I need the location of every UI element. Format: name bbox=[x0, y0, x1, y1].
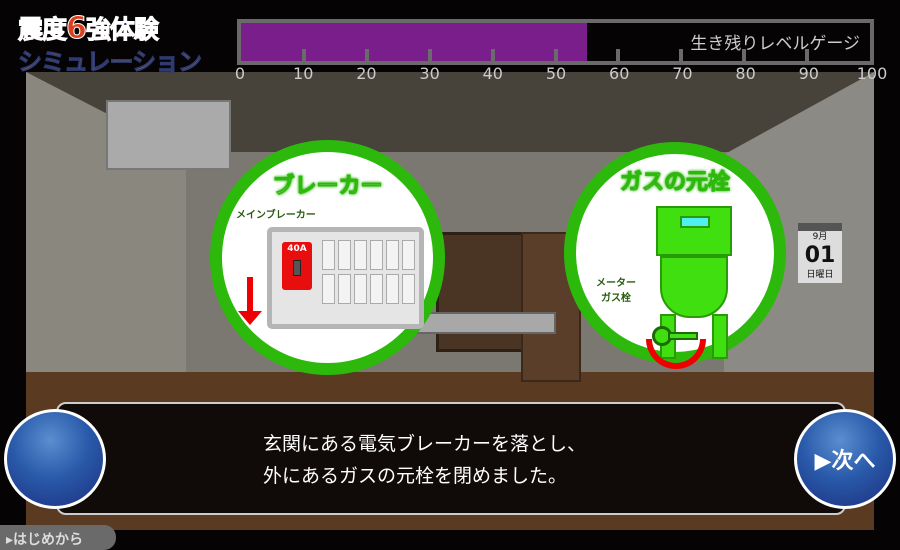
gauge-tick-label: 30 bbox=[419, 64, 440, 83]
game-logo: 震度6強体験 シミュレーション bbox=[17, 11, 202, 77]
branch-breaker bbox=[402, 240, 415, 270]
calendar-day: 01 bbox=[804, 243, 836, 268]
amp-label: 40A bbox=[287, 244, 307, 254]
branch-breaker bbox=[370, 274, 383, 304]
logo-number: 6 bbox=[66, 11, 88, 46]
branch-breaker bbox=[402, 274, 415, 304]
next-button[interactable]: ▶次へ bbox=[794, 409, 896, 509]
gauge-tick-label: 100 bbox=[856, 64, 888, 83]
gauge-fill bbox=[241, 23, 587, 61]
gas-title: ガスの元栓 bbox=[619, 170, 730, 196]
gauge-tick bbox=[553, 49, 558, 61]
logo-text: 強体験 bbox=[85, 15, 159, 45]
gauge-tick-label: 50 bbox=[545, 64, 567, 83]
gauge-tick-label: 40 bbox=[482, 64, 503, 83]
gauge-tick bbox=[490, 49, 495, 61]
gas-meter-icon bbox=[652, 194, 732, 359]
survival-gauge: 生き残りレベルゲージ bbox=[237, 19, 874, 65]
gauge-tick bbox=[301, 49, 306, 61]
message-box: 玄関にある電気ブレーカーを落とし、 外にあるガスの元栓を閉めました。 bbox=[56, 402, 846, 515]
back-orb-button[interactable] bbox=[4, 409, 106, 509]
branch-breaker bbox=[386, 240, 399, 270]
range-hood bbox=[106, 100, 231, 170]
gauge-tick bbox=[679, 49, 684, 61]
branch-breaker bbox=[354, 240, 367, 270]
breaker-panel: 40A bbox=[267, 227, 424, 329]
arrow-down-icon bbox=[238, 277, 262, 325]
main-breaker-switch: 40A bbox=[282, 242, 312, 290]
gauge-tick-label: 70 bbox=[672, 64, 693, 83]
branch-breaker bbox=[322, 240, 335, 270]
breaker-callout: ブレーカー メインブレーカー 40A bbox=[210, 140, 445, 375]
gauge-tick-label: 0 bbox=[234, 64, 246, 83]
branch-breaker bbox=[386, 274, 399, 304]
gauge-tick bbox=[616, 49, 621, 61]
next-label: ▶次へ bbox=[814, 449, 876, 474]
gauge-tick-label: 60 bbox=[609, 64, 630, 83]
gauge-tick bbox=[742, 49, 747, 61]
message-line: 外にあるガスの元栓を閉めました。 bbox=[263, 465, 568, 487]
restart-button[interactable]: ▸はじめから bbox=[0, 525, 116, 550]
gauge-tick-label: 10 bbox=[293, 64, 314, 83]
calendar-weekday: 日曜日 bbox=[806, 270, 834, 280]
branch-breaker bbox=[322, 274, 335, 304]
gauge-label: 生き残りレベルゲージ bbox=[690, 34, 860, 54]
gauge-tick-label: 20 bbox=[356, 64, 377, 83]
gas-valve-callout: ガスの元栓 メーターガス栓 bbox=[564, 142, 786, 369]
branch-breaker bbox=[338, 274, 351, 304]
branch-breaker bbox=[370, 240, 383, 270]
branch-breaker bbox=[338, 240, 351, 270]
logo-subtitle: シミュレーション bbox=[17, 48, 202, 77]
calendar-month: 9月 bbox=[812, 232, 828, 242]
gauge-tick bbox=[427, 49, 432, 61]
main-breaker-label: メインブレーカー bbox=[236, 210, 316, 221]
branch-breaker bbox=[354, 274, 367, 304]
meter-label: メーター bbox=[596, 278, 636, 289]
breaker-title: ブレーカー bbox=[272, 174, 383, 200]
gauge-tick-label: 90 bbox=[798, 64, 819, 83]
gauge-tick bbox=[364, 49, 369, 61]
restart-label: ▸はじめから bbox=[6, 532, 84, 548]
gas-valve-label: ガス栓 bbox=[601, 293, 631, 304]
gauge-tick-label: 80 bbox=[735, 64, 756, 83]
gauge-tick bbox=[805, 49, 810, 61]
calendar: 9月 01 日曜日 bbox=[798, 223, 842, 283]
logo-text: 震度 bbox=[17, 15, 67, 45]
message-line: 玄関にある電気ブレーカーを落とし、 bbox=[263, 433, 587, 455]
